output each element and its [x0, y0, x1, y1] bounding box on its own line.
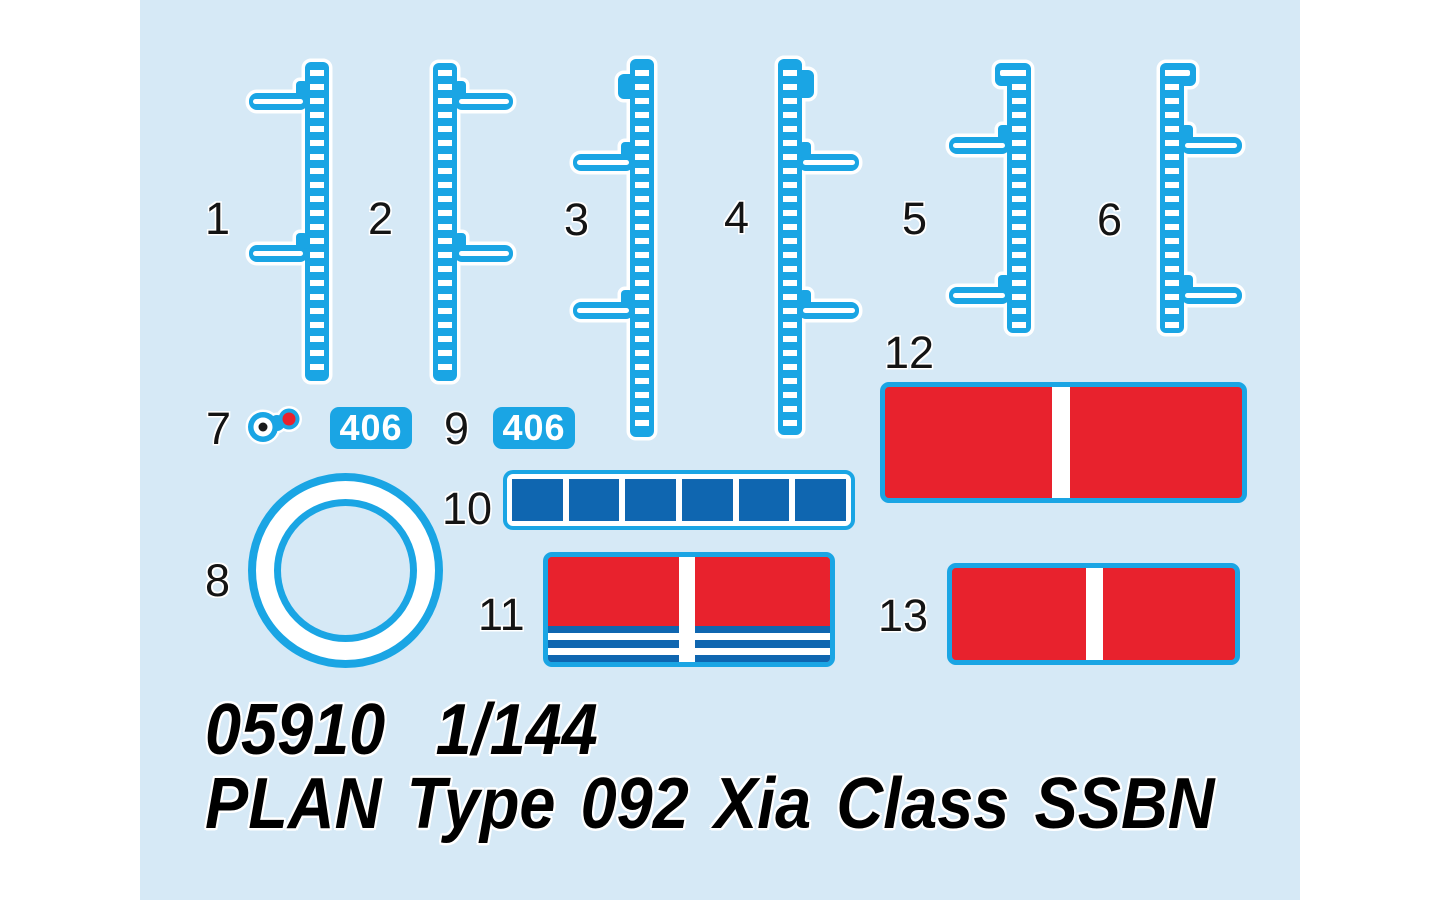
- draught-marks-3: [573, 59, 654, 437]
- twin-dot-marking: [248, 409, 300, 443]
- decal-graphics: [140, 0, 1300, 668]
- window-pane: [682, 479, 733, 521]
- kit-number-and-scale: 05910 1/144: [205, 690, 598, 770]
- draught-marks-6: [1160, 63, 1242, 333]
- draught-marks-4: [778, 59, 859, 435]
- part-label-3: 3: [564, 194, 590, 245]
- window-pane: [568, 479, 620, 521]
- ring-marking: [248, 473, 443, 668]
- part-label-9: 9: [444, 403, 470, 454]
- part-label-13: 13: [878, 590, 929, 641]
- window-pane: [795, 479, 847, 521]
- draught-marks-2: [433, 63, 513, 381]
- part-label-8: 8: [205, 555, 231, 606]
- draught-marks-5: [949, 63, 1031, 333]
- part-label-2: 2: [368, 193, 394, 244]
- window-pane: [512, 479, 563, 521]
- part-label-4: 4: [724, 192, 750, 243]
- part-label-5: 5: [902, 193, 928, 244]
- naval-ensign-flag-decal: [543, 552, 835, 667]
- hull-number-badge-a: 406: [330, 407, 412, 449]
- flag-fold-divider: [679, 557, 695, 662]
- flag-fold-divider: [1086, 568, 1103, 660]
- window-pane: [738, 479, 790, 521]
- red-banner-decal-small: [947, 563, 1240, 665]
- draught-marks-1: [249, 62, 329, 381]
- part-label-10: 10: [442, 483, 493, 534]
- part-label-12: 12: [884, 327, 935, 378]
- window-pane: [625, 479, 677, 521]
- hull-number-badge-b: 406: [493, 407, 575, 449]
- window-strip-decal: [503, 470, 855, 530]
- flag-fold-divider: [1052, 387, 1070, 498]
- red-banner-decal-large: [880, 382, 1247, 503]
- part-label-11: 11: [478, 589, 525, 640]
- part-label-7: 7: [206, 403, 232, 454]
- part-label-6: 6: [1097, 194, 1123, 245]
- kit-title: PLAN Type 092 Xia Class SSBN: [205, 764, 1215, 844]
- decal-sheet-backing: 1 2 3 4 5 6 7 8 9 10 11 12 13 406 406 05…: [140, 0, 1300, 900]
- part-label-1: 1: [205, 193, 231, 244]
